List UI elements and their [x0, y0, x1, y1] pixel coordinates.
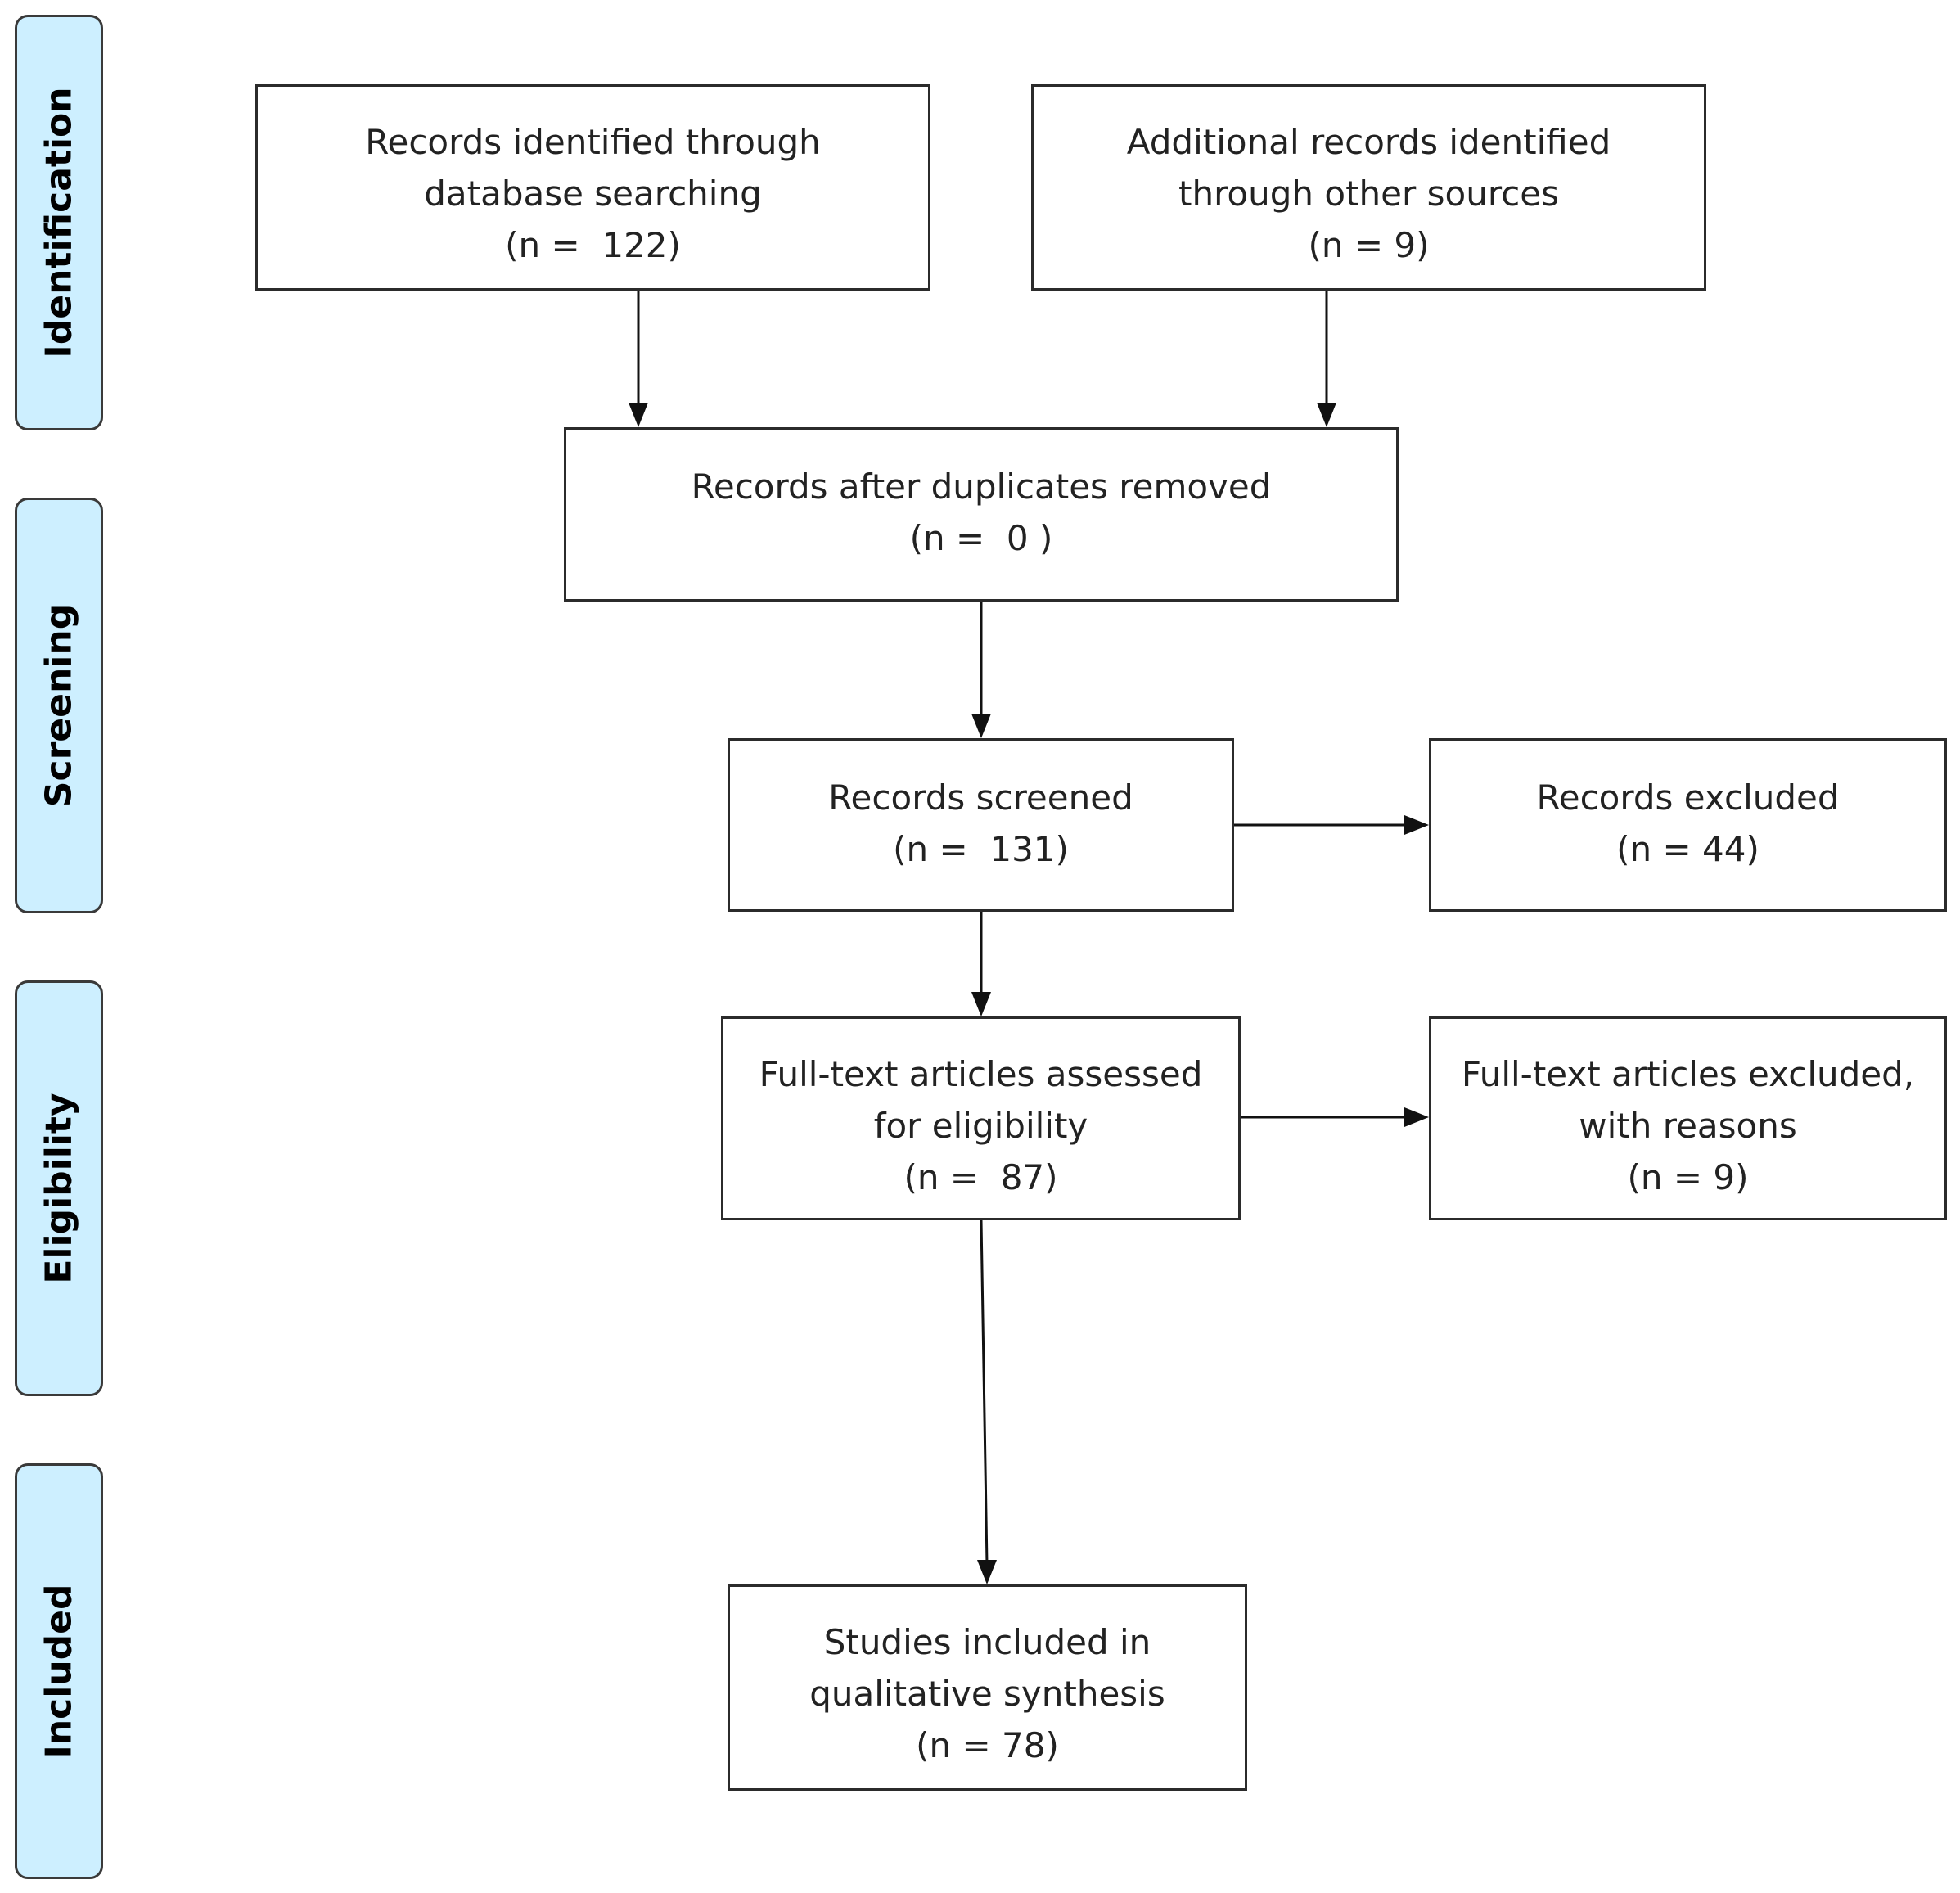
box-database-line1: Records identified through — [365, 122, 821, 162]
box-database-records: Records identified through database sear… — [255, 84, 930, 291]
box-excluded-count: (n = 44) — [1616, 829, 1759, 869]
box-fulltext-excluded-line2: with reasons — [1579, 1106, 1797, 1146]
box-fulltext-assessed: Full-text articles assessed for eligibil… — [721, 1016, 1241, 1220]
arrowhead-included — [977, 1560, 997, 1584]
arrowhead-database — [629, 403, 648, 427]
stage-included: Included — [15, 1463, 103, 1879]
box-fulltext-count: (n = 87) — [903, 1157, 1058, 1197]
box-fulltext-line1: Full-text articles assessed — [759, 1054, 1203, 1094]
stage-screening: Screening — [15, 498, 103, 913]
box-duplicates-count: (n = 0 ) — [909, 518, 1053, 558]
box-duplicates-removed: Records after duplicates removed (n = 0 … — [564, 427, 1399, 602]
box-other-line1: Additional records identified — [1126, 122, 1611, 162]
arrowhead-other — [1317, 403, 1336, 427]
box-screened-line1: Records screened — [828, 777, 1133, 818]
box-excluded-line1: Records excluded — [1536, 777, 1840, 818]
box-screened-count: (n = 131) — [893, 829, 1069, 869]
box-records-screened: Records screened (n = 131) — [728, 738, 1234, 912]
box-fulltext-excluded-count: (n = 9) — [1627, 1157, 1749, 1197]
box-fulltext-line2: for eligibility — [873, 1106, 1088, 1146]
box-duplicates-line1: Records after duplicates removed — [691, 466, 1272, 507]
box-other-count: (n = 9) — [1308, 225, 1430, 265]
arrowhead-duplicates — [971, 714, 991, 738]
arrow-fulltext-to-included — [980, 1219, 989, 1566]
box-fulltext-excluded-line1: Full-text articles excluded, — [1461, 1054, 1915, 1094]
box-studies-included: Studies included in qualitative synthesi… — [728, 1584, 1247, 1791]
stage-eligibility: Eligibility — [15, 980, 103, 1396]
box-included-line2: qualitative synthesis — [809, 1674, 1165, 1714]
box-database-count: (n = 122) — [505, 225, 681, 265]
box-fulltext-excluded: Full-text articles excluded, with reason… — [1429, 1016, 1947, 1220]
box-database-line2: database searching — [424, 174, 762, 214]
arrowhead-fulltext-excluded — [1404, 1107, 1429, 1127]
arrowhead-screened — [971, 992, 991, 1016]
box-records-excluded: Records excluded (n = 44) — [1429, 738, 1947, 912]
box-other-line2: through other sources — [1178, 174, 1559, 214]
box-included-line1: Studies included in — [823, 1622, 1151, 1662]
box-included-count: (n = 78) — [916, 1725, 1059, 1765]
stage-identification: Identification — [15, 15, 103, 430]
arrowhead-excluded — [1404, 815, 1429, 835]
box-other-sources: Additional records identified through ot… — [1031, 84, 1706, 291]
